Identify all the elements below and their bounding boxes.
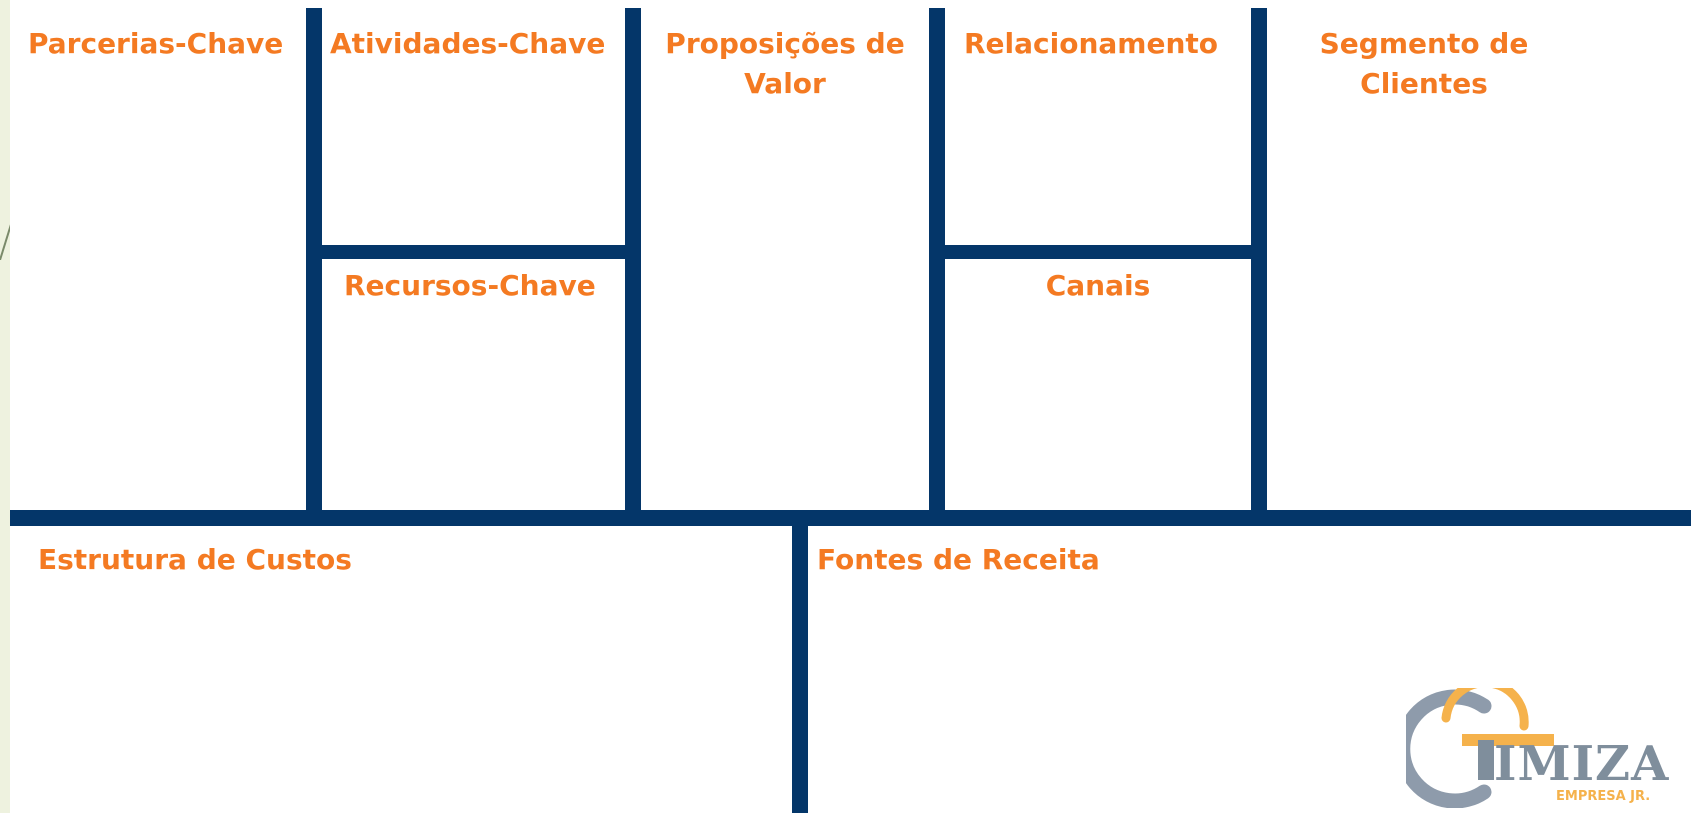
label-revenue-streams: Fontes de Receita: [817, 543, 1100, 576]
divider-vertical-bottom: [792, 520, 808, 813]
divider-horizontal-left: [322, 245, 625, 259]
svg-text:EMPRESA JR.: EMPRESA JR.: [1556, 789, 1650, 804]
label-key-resources: Recursos-Chave: [344, 269, 596, 302]
label-value-propositions: Proposições de Valor: [665, 27, 905, 100]
divider-vertical-2: [625, 8, 641, 520]
divider-horizontal-right: [945, 245, 1251, 259]
label-customer-segments: Segmento de Clientes: [1319, 27, 1529, 100]
divider-horizontal-main: [10, 510, 1691, 526]
timiza-logo: IMIZA EMPRESA JR.: [1406, 688, 1676, 808]
business-model-canvas: Parcerias-Chave Atividades-Chave Recurso…: [10, 0, 1691, 813]
divider-vertical-1: [306, 8, 322, 520]
label-channels: Canais: [1045, 269, 1151, 302]
label-key-activities: Atividades-Chave: [330, 27, 606, 60]
svg-text:IMIZA: IMIZA: [1494, 736, 1669, 792]
divider-vertical-3: [929, 8, 945, 520]
label-key-partners: Parcerias-Chave: [28, 27, 284, 60]
label-cost-structure: Estrutura de Custos: [38, 543, 352, 576]
divider-vertical-4: [1251, 8, 1267, 520]
label-customer-relationships: Relacionamento: [964, 27, 1219, 60]
